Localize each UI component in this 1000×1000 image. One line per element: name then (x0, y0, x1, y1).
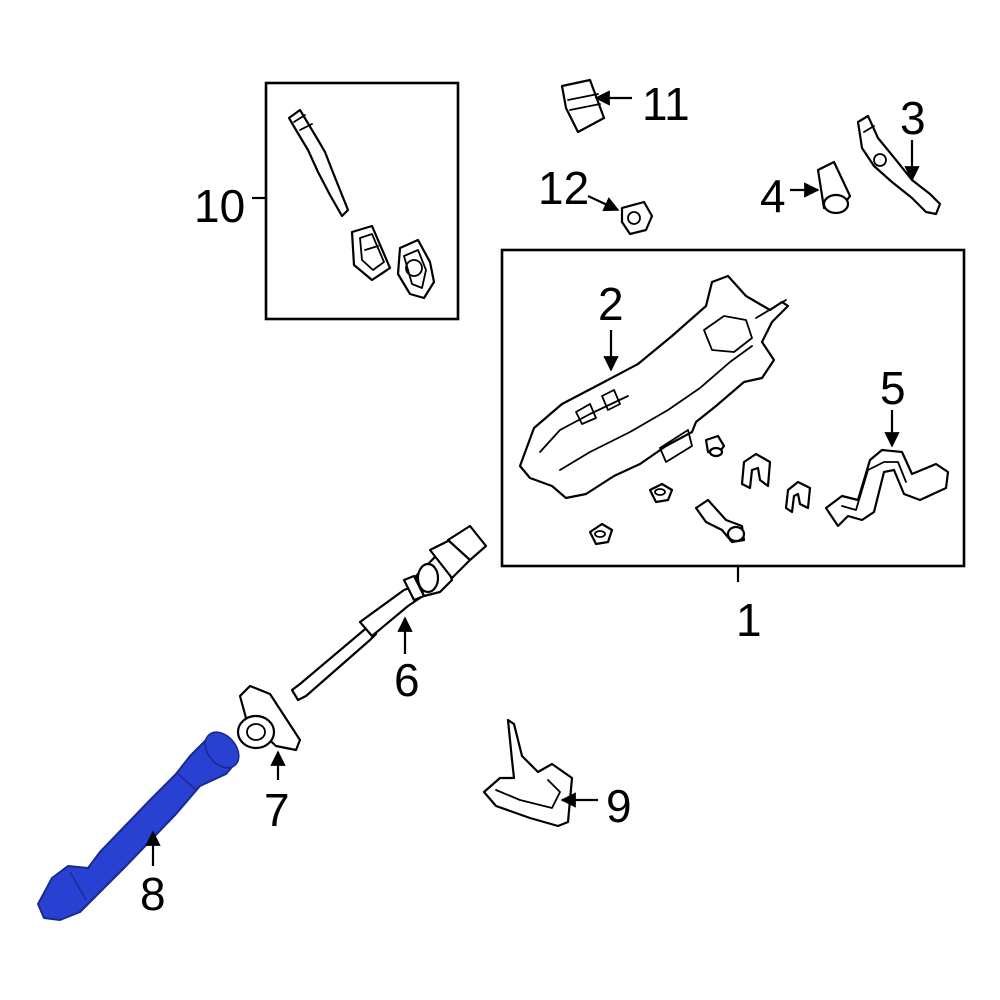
callout-10: 10 (194, 180, 245, 232)
part-1-clip-a (740, 452, 772, 490)
part-1-nut-b (588, 522, 614, 546)
part-11-cover[interactable] (560, 78, 606, 134)
part-10-lock-housing[interactable] (396, 238, 436, 300)
callout-3: 3 (900, 92, 926, 144)
part-1-nut-a (648, 482, 674, 504)
part-10-key-fob[interactable] (350, 224, 392, 282)
callout-2: 2 (598, 278, 624, 330)
part-9-shield[interactable] (482, 718, 574, 828)
part-4-bushing[interactable] (816, 160, 852, 215)
part-1-sleeve (694, 498, 746, 544)
callout-6: 6 (394, 654, 420, 706)
part-1-box: 1 (500, 248, 966, 646)
callout-12: 12 (538, 162, 589, 214)
callout-5: 5 (880, 362, 906, 414)
part-10-box: 10 (194, 81, 460, 321)
part-12-bolt[interactable] (620, 200, 654, 236)
callout-1: 1 (736, 594, 762, 646)
part-6-shaft[interactable] (290, 524, 488, 702)
part-1-clip-b (784, 480, 812, 514)
callout-11: 11 (642, 78, 690, 130)
part-2-column-housing[interactable] (518, 274, 790, 500)
part-7-seal-plate[interactable] (236, 684, 302, 752)
part-3-tilt-lever[interactable] (856, 114, 942, 216)
part-5-bracket[interactable] (824, 448, 950, 528)
callout-7: 7 (264, 784, 290, 836)
callout-4: 4 (760, 170, 786, 222)
callout-9: 9 (606, 780, 632, 832)
callout-8: 8 (140, 868, 166, 920)
part-8-lower-shaft[interactable] (37, 726, 246, 921)
part-10-key[interactable] (287, 108, 350, 218)
part-1-bolt-a (704, 434, 726, 458)
